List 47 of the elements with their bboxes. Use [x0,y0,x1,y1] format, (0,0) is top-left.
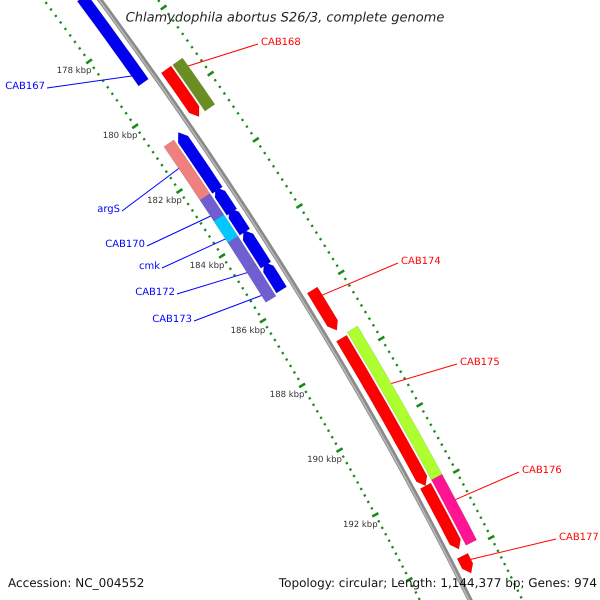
leader-line [390,364,458,384]
tick-label: 184 kbp [190,262,224,270]
leader-line [470,538,556,560]
tick-label: 192 kbp [342,520,378,530]
gene-label: CAB173 [152,315,192,325]
map-title: Chlamydophila abortus S26/3, complete genome [126,12,444,24]
gene-bar [431,474,477,546]
leader-line [455,472,520,500]
tick-label: 186 kbp [230,326,266,335]
gene-bar [228,236,256,272]
tick-label: 190 kbp [307,456,342,464]
gene-label: CAB174 [401,257,441,267]
gene-bar [346,326,442,480]
genome-summary-note: Topology: circular; Length: 1,144,377 bp; Genes: 974 [278,577,597,589]
gene-bar [172,58,216,112]
gene-label: CAB177 [559,533,599,543]
accession-note: Accession: NC_004552 [8,577,144,589]
gene-feature [263,262,288,294]
leader-line [46,76,132,88]
leader-line [188,44,258,67]
gene-label: CAB167 [5,82,45,92]
gene-label: CAB168 [261,38,301,48]
gene-label: CAB170 [105,240,145,250]
gene-label: CAB175 [460,358,500,368]
gene-feature [228,208,250,236]
leader-line [162,238,226,268]
gene-bar [200,193,224,222]
gene-label: cmk [138,262,160,272]
tick-label: 182 kbp [147,196,182,206]
gene-feature [306,286,338,331]
tick-label: 178 kbp [56,67,92,76]
gene-bar [245,264,276,303]
gene-feature [420,482,461,550]
gene-bar [213,214,239,244]
leader-line [322,262,398,296]
gene-label: CAB172 [135,288,175,298]
gene-feature [178,132,223,194]
leader-line [122,168,180,212]
gene-feature [160,66,200,118]
gene-feature [214,186,238,216]
gene-feature [242,230,272,269]
gene-label: argS [97,205,120,215]
gene-label: CAB176 [522,466,562,476]
tick-label: 180 kbp [102,132,138,140]
gene-feature [456,552,474,574]
leader-line [146,216,212,246]
tick-label: 188 kbp [270,391,304,400]
